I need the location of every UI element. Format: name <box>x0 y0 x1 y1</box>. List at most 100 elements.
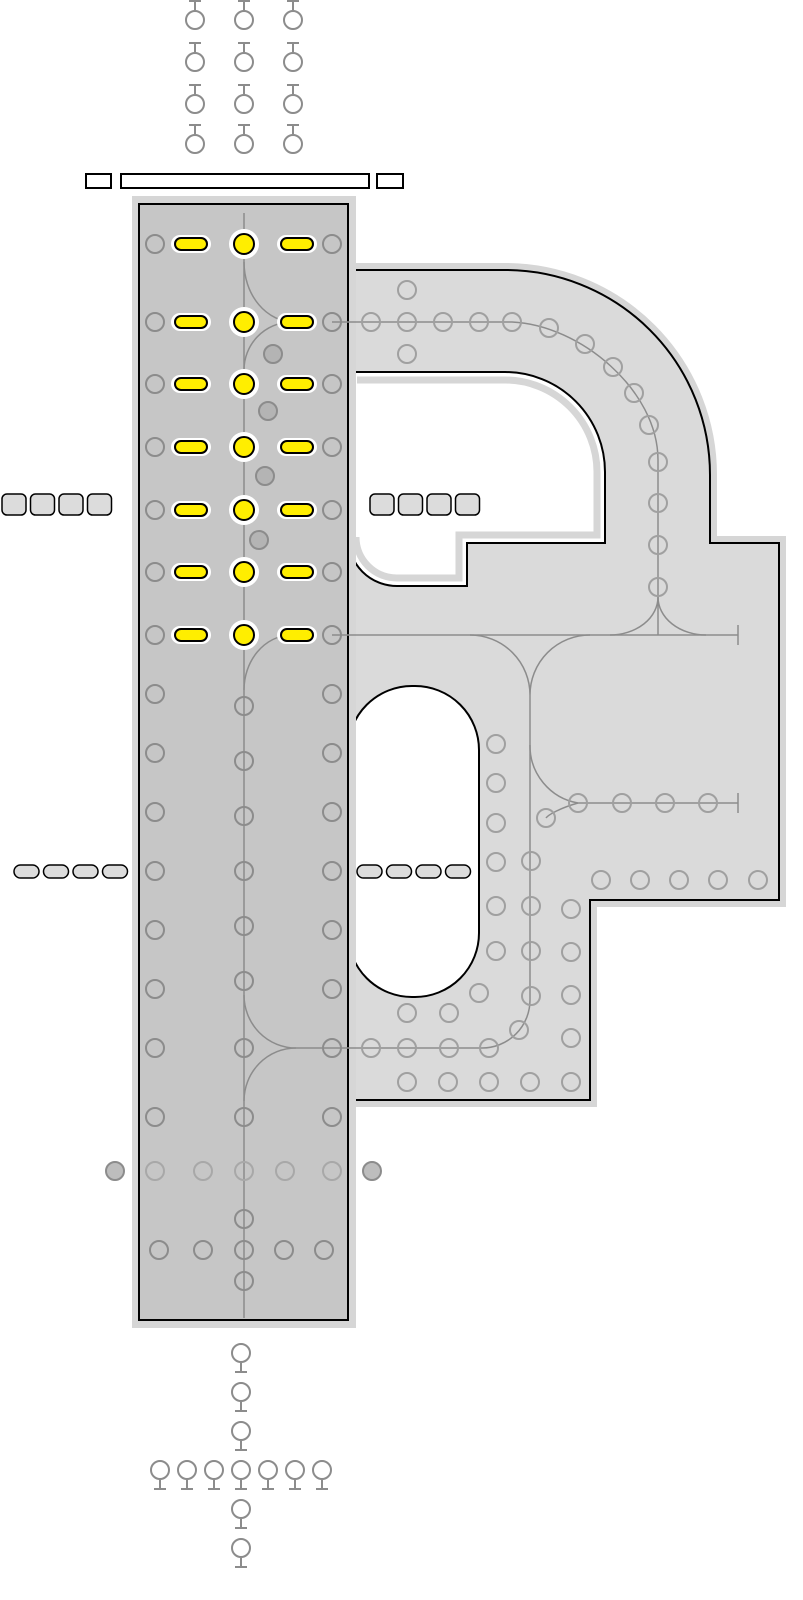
light-fixture <box>521 986 541 1006</box>
light-fixture <box>322 1161 342 1181</box>
light-fixture <box>234 1240 254 1260</box>
touchdown-zone-light-lit <box>174 565 208 579</box>
light-fixture <box>439 1003 459 1023</box>
light-fixture <box>314 1240 334 1260</box>
light-fixture <box>322 312 342 332</box>
taxiway-area <box>341 263 786 1107</box>
light-fixture <box>145 374 165 394</box>
centerline-light-lit <box>233 373 255 395</box>
light-fixture <box>145 500 165 520</box>
touchdown-zone-light-lit <box>280 565 314 579</box>
light-fixture <box>204 1460 224 1480</box>
light-fixture <box>258 1460 278 1480</box>
threshold-bar <box>120 173 370 189</box>
sign-pill <box>42 864 70 879</box>
light-fixture <box>639 415 659 435</box>
light-fixture <box>263 344 283 364</box>
light-fixture <box>521 851 541 871</box>
light-fixture <box>193 1161 213 1181</box>
light-stem <box>235 1480 247 1490</box>
light-fixture <box>312 1460 332 1480</box>
centerline-light-lit <box>233 233 255 255</box>
taxiway-centerline <box>529 744 739 813</box>
light-fixture <box>231 1538 251 1558</box>
light-fixture <box>322 500 342 520</box>
light-stem <box>287 0 299 10</box>
light-fixture <box>561 985 581 1005</box>
light-fixture <box>234 1107 254 1127</box>
centerline-light-lit <box>233 499 255 521</box>
light-stem <box>235 1441 247 1451</box>
light-stem <box>287 84 299 94</box>
light-fixture <box>234 52 254 72</box>
sign-panel <box>86 493 113 516</box>
sign-pill <box>356 864 383 879</box>
signs <box>1 493 481 879</box>
infield-grass-south <box>347 685 480 998</box>
touchdown-zone-light-lit <box>174 628 208 642</box>
sign-pill <box>13 864 40 879</box>
light-fixture <box>234 916 254 936</box>
light-fixture <box>234 94 254 114</box>
light-fixture <box>708 870 728 890</box>
light-fixture <box>362 1161 382 1181</box>
light-fixture <box>234 1271 254 1291</box>
light-fixture <box>145 562 165 582</box>
approach-lights-south <box>150 1343 332 1568</box>
infield-halo <box>352 376 601 582</box>
light-fixture <box>145 625 165 645</box>
light-fixture <box>193 1240 213 1260</box>
centerline-light-lit <box>233 436 255 458</box>
light-fixture <box>322 743 342 763</box>
light-fixture <box>234 751 254 771</box>
light-fixture <box>322 979 342 999</box>
light-fixture <box>231 1382 251 1402</box>
light-fixture <box>234 1038 254 1058</box>
light-fixture <box>150 1460 170 1480</box>
touchdown-zone-light-lit <box>280 440 314 454</box>
touchdown-zone-light-lit <box>280 315 314 329</box>
light-fixture <box>479 1038 499 1058</box>
light-fixture <box>322 374 342 394</box>
light-fixture <box>521 941 541 961</box>
touchdown-zone-light-lit <box>280 377 314 391</box>
touchdown-zone-light-lit <box>280 237 314 251</box>
light-fixture <box>433 312 453 332</box>
light-fixture <box>509 1020 529 1040</box>
light-fixture <box>145 1107 165 1127</box>
centerline-light-lit <box>233 624 255 646</box>
light-fixture <box>397 1072 417 1092</box>
light-fixture <box>275 1161 295 1181</box>
light-stem <box>238 124 250 134</box>
light-fixture <box>397 1003 417 1023</box>
sign-panel <box>426 493 452 516</box>
light-fixture <box>283 52 303 72</box>
threshold-bar <box>85 173 112 189</box>
light-fixture <box>145 861 165 881</box>
light-stem <box>238 0 250 10</box>
light-stem <box>189 0 201 10</box>
light-stem <box>235 1363 247 1373</box>
light-fixture <box>322 861 342 881</box>
light-fixture <box>438 1072 458 1092</box>
light-fixture <box>322 234 342 254</box>
light-fixture <box>234 806 254 826</box>
light-fixture <box>469 983 489 1003</box>
light-fixture <box>177 1460 197 1480</box>
light-fixture <box>479 1072 499 1092</box>
light-fixture <box>612 793 632 813</box>
light-fixture <box>145 234 165 254</box>
taxiway-centerline <box>332 625 739 645</box>
taxiway-centerline <box>545 802 579 819</box>
light-fixture <box>322 920 342 940</box>
light-fixture <box>234 971 254 991</box>
light-fixture <box>231 1421 251 1441</box>
light-fixture <box>322 684 342 704</box>
light-fixture <box>469 312 489 332</box>
light-fixture <box>521 896 541 916</box>
light-fixture <box>539 318 559 338</box>
light-stem <box>238 42 250 52</box>
light-fixture <box>145 684 165 704</box>
light-fixture <box>568 793 588 813</box>
light-fixture <box>283 134 303 154</box>
